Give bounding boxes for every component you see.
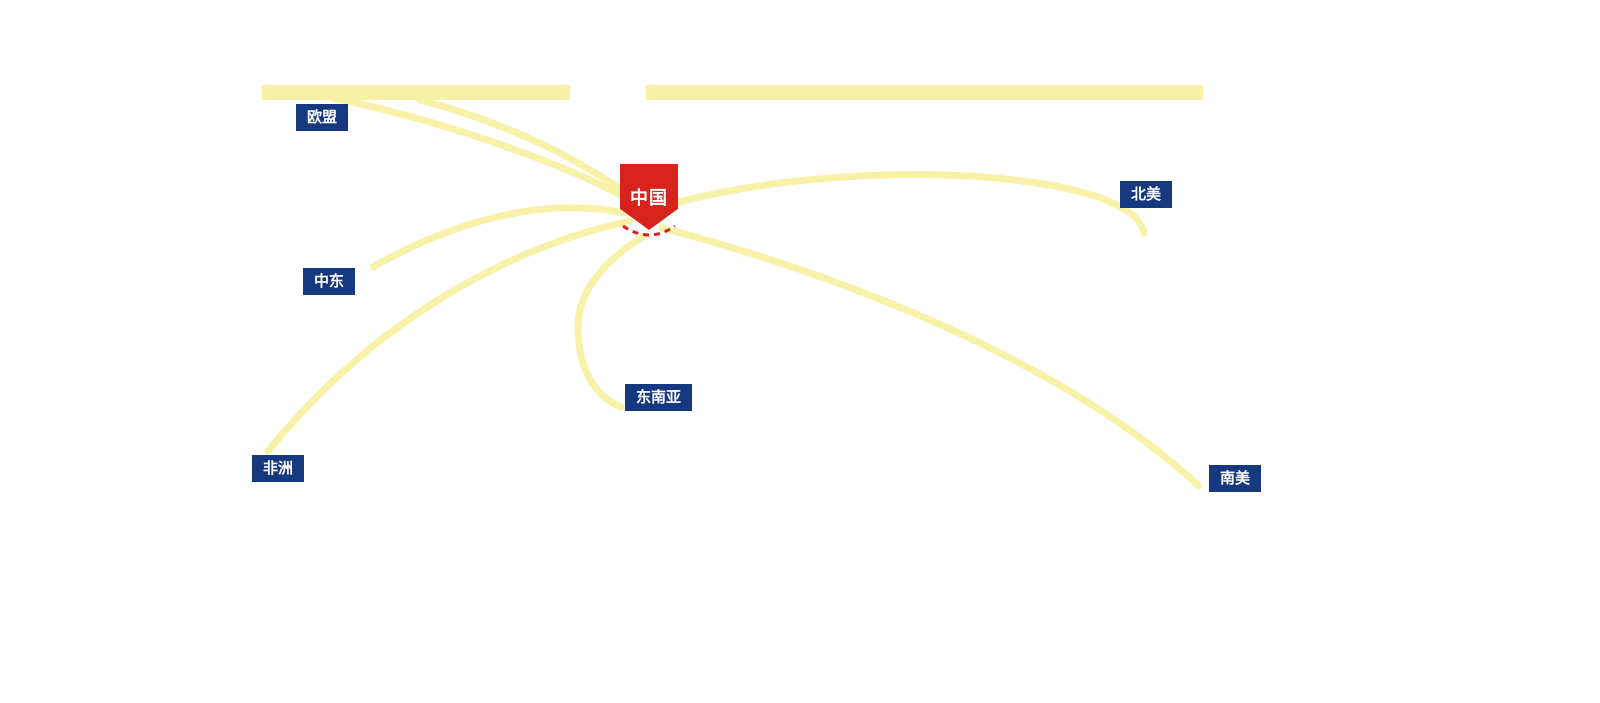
region-label-north-america[interactable]: 北美 (1120, 181, 1173, 208)
region-label-southeast-asia[interactable]: 东南亚 (625, 384, 693, 411)
region-label-eu[interactable]: 欧盟 (296, 104, 349, 131)
route-china-southeast-asia (574, 232, 648, 411)
top-band-right (646, 85, 1203, 100)
route-china-middle-east (369, 204, 628, 271)
china-pin-dashed-arc (622, 224, 676, 237)
route-china-north-america (668, 171, 1148, 237)
route-eu-band-1 (329, 94, 640, 207)
region-label-africa[interactable]: 非洲 (252, 455, 305, 482)
route-china-south-america (658, 224, 1203, 490)
top-band-left (262, 85, 570, 100)
route-china-africa (264, 217, 634, 455)
region-label-middle-east[interactable]: 中东 (303, 268, 356, 295)
china-label: 中国 (630, 188, 668, 208)
region-label-south-america[interactable]: 南美 (1209, 465, 1262, 492)
